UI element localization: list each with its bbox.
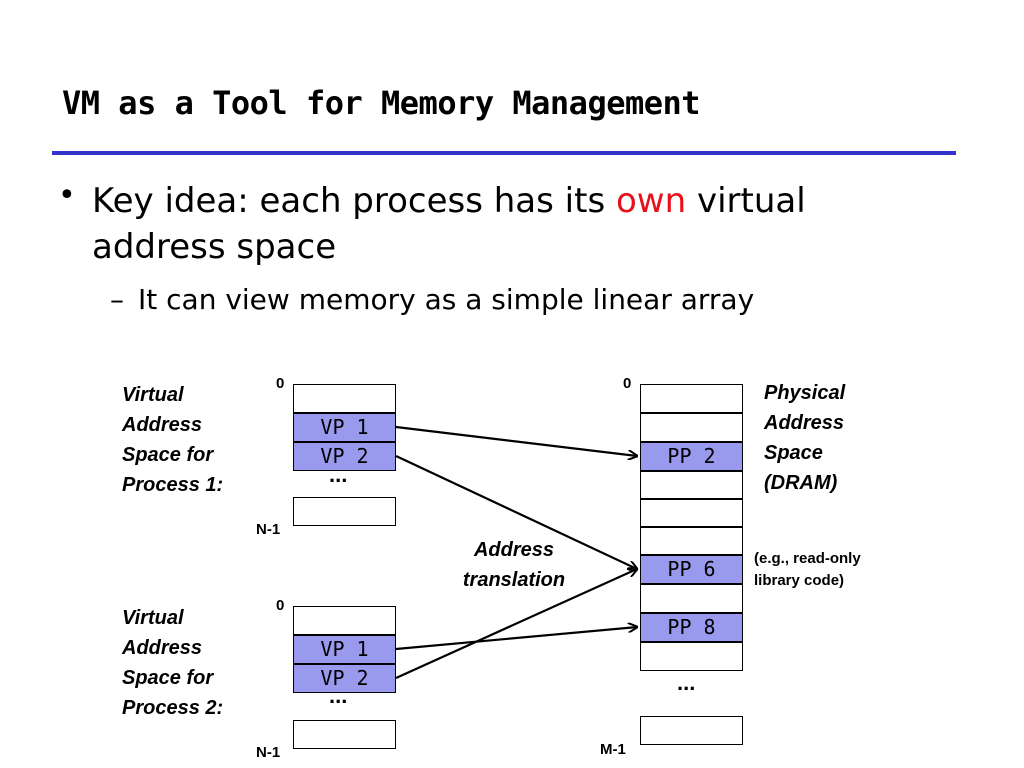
physical-page — [640, 584, 743, 613]
physical-ellipsis: ... — [677, 670, 696, 695]
process2-bottom-index: N-1 — [256, 744, 281, 761]
process2-label-line: Address — [122, 637, 203, 659]
physical-pp6: PP 6 — [640, 555, 743, 584]
title-underline — [52, 151, 956, 155]
process1-vp1: VP 1 — [293, 413, 396, 442]
bullet-text-end: virtual address space — [92, 181, 806, 267]
sub-bullet-marker: – — [110, 283, 124, 316]
physical-page — [640, 413, 743, 442]
process2-label-line: Process 2: — [122, 697, 224, 719]
process2-vp1: VP 1 — [293, 635, 396, 664]
process2-page-last — [293, 720, 396, 749]
process1-label-line: Address — [122, 414, 203, 436]
physical-label-line: Physical — [764, 382, 846, 404]
physical-page — [640, 499, 743, 527]
bullet-key-idea: Key idea: each process has its own virtu… — [92, 178, 892, 270]
process1-bottom-index: N-1 — [256, 521, 281, 538]
bullet-text-start: Key idea: each process has its — [92, 181, 616, 221]
process1-vp2: VP 2 — [293, 442, 396, 471]
bullet-emphasis: own — [615, 181, 687, 221]
process2-label: Virtual Address Space for Process 2: — [122, 603, 223, 723]
physical-page — [640, 384, 743, 413]
arrow-p1-vp2-to-pp6 — [395, 455, 637, 569]
shared-note-line: library code) — [754, 572, 845, 589]
arrow-p2-vp1-to-pp8 — [395, 627, 637, 651]
physical-pp8: PP 8 — [640, 613, 743, 642]
translation-label-line: translation — [462, 569, 566, 591]
process2-label-line: Virtual — [122, 607, 184, 629]
sub-bullet-text: It can view memory as a simple linear ar… — [138, 283, 755, 316]
arrow-p2-vp2-to-pp6 — [395, 569, 637, 680]
physical-pp2: PP 2 — [640, 442, 743, 471]
address-translation-label: Address translation — [454, 535, 574, 595]
process2-vp2: VP 2 — [293, 664, 396, 693]
physical-label-line: Space — [764, 442, 823, 464]
process1-ellipsis: ... — [329, 462, 348, 487]
bullet-marker: • — [58, 178, 76, 213]
shared-page-note: (e.g., read-only library code) — [754, 548, 861, 592]
physical-page — [640, 527, 743, 555]
translation-label-line: Address — [473, 539, 555, 561]
process2-ellipsis: ... — [329, 683, 348, 708]
slide-title: VM as a Tool for Memory Management — [62, 84, 701, 122]
process1-label-line: Process 1: — [122, 474, 224, 496]
process1-label-line: Space for — [122, 444, 214, 466]
physical-label-line: (DRAM) — [764, 472, 838, 494]
physical-top-index: 0 — [623, 375, 632, 392]
process1-page-empty — [293, 384, 396, 413]
physical-label-line: Address — [764, 412, 845, 434]
physical-page — [640, 642, 743, 671]
process1-label-line: Virtual — [122, 384, 184, 406]
physical-page-last — [640, 716, 743, 745]
process1-page-last — [293, 497, 396, 526]
process1-top-index: 0 — [276, 375, 285, 392]
physical-label: Physical Address Space (DRAM) — [764, 378, 845, 498]
physical-page — [640, 471, 743, 499]
process2-page-empty — [293, 606, 396, 635]
arrow-p1-vp1-to-pp2 — [395, 425, 637, 456]
process2-top-index: 0 — [276, 597, 285, 614]
physical-bottom-index: M-1 — [600, 741, 626, 758]
shared-note-line: (e.g., read-only — [754, 550, 861, 567]
process2-label-line: Space for — [122, 667, 214, 689]
process1-label: Virtual Address Space for Process 1: — [122, 380, 223, 500]
